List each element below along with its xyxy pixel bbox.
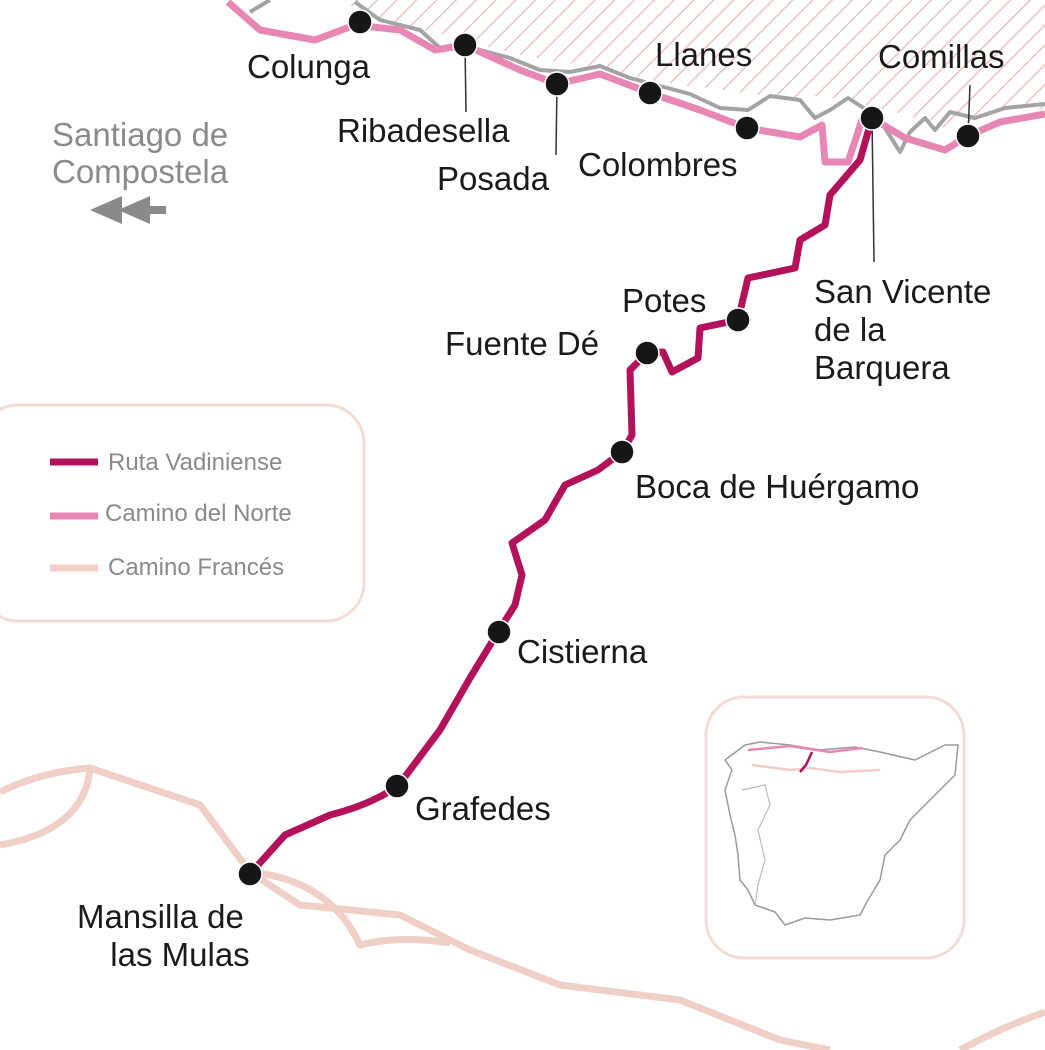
camino-norte-line	[225, 0, 1045, 166]
town-label-san-vicente: San Vicente de la Barquera	[814, 273, 1001, 386]
town-marker-comillas[interactable]	[955, 123, 981, 149]
leader-line-san-vicente	[871, 117, 875, 263]
camino-frances-line	[0, 764, 831, 1050]
origin-label: Santiago de Compostela	[52, 116, 237, 190]
double-left-arrow-icon	[90, 196, 166, 224]
town-label-comillas: Comillas	[878, 38, 1005, 75]
town-label-llanes: Llanes	[655, 36, 752, 73]
sea-area	[340, 0, 1045, 128]
legend-label-camino-norte: Camino del Norte	[105, 500, 292, 527]
town-marker-colunga[interactable]	[347, 9, 373, 35]
town-label-posada: Posada	[437, 160, 550, 197]
town-label-colunga: Colunga	[247, 48, 371, 85]
ruta-vadiniense-line	[247, 117, 876, 877]
town-label-cistierna: Cistierna	[517, 633, 648, 670]
legend-label-camino-frances: Camino Francés	[108, 554, 284, 581]
town-label-grafedes: Grafedes	[415, 790, 551, 827]
town-label-potes: Potes	[622, 282, 706, 319]
town-label-boca: Boca de Huérgamo	[635, 468, 919, 505]
town-marker-colombres[interactable]	[734, 115, 760, 141]
town-marker-cistierna[interactable]	[486, 619, 512, 645]
town-marker-ribadesella[interactable]	[452, 32, 478, 58]
town-marker-san-vicente[interactable]	[859, 105, 885, 131]
legend-box	[0, 403, 366, 623]
town-marker-grafedes[interactable]	[384, 773, 410, 799]
town-marker-potes[interactable]	[725, 307, 751, 333]
town-marker-boca[interactable]	[609, 439, 635, 465]
iberian-peninsula-locator-icon	[704, 695, 966, 960]
town-label-mansilla: Mansilla de las Mulas	[77, 898, 253, 973]
town-label-fuente-de: Fuente Dé	[445, 325, 599, 362]
camino-frances-line	[0, 767, 94, 849]
legend-label-ruta-vadiniense: Ruta Vadiniense	[108, 449, 282, 476]
coastline	[248, 0, 1045, 154]
camino-frances-line	[958, 1008, 1045, 1050]
town-marker-mansilla[interactable]	[237, 861, 263, 887]
town-label-ribadesella: Ribadesella	[337, 112, 510, 149]
camino-frances-line	[249, 868, 451, 949]
town-label-colombres: Colombres	[578, 146, 738, 183]
town-marker-llanes[interactable]	[637, 80, 663, 106]
town-marker-posada[interactable]	[544, 71, 570, 97]
town-marker-fuente-de[interactable]	[634, 340, 660, 366]
